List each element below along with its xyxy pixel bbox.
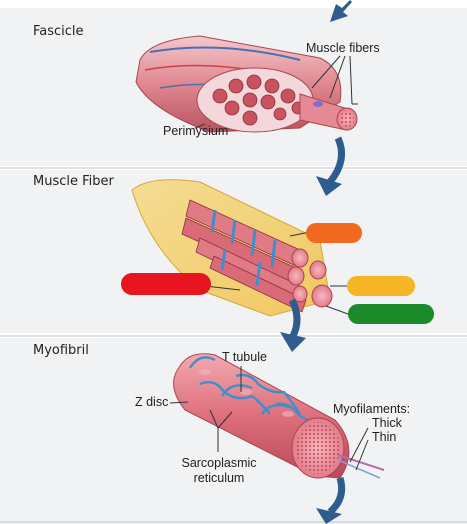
fascicle-heading: Fascicle	[33, 24, 84, 39]
highlight-red	[121, 273, 211, 295]
highlight-orange	[306, 223, 362, 243]
myofibril-illustration	[169, 353, 385, 479]
z-disc-label: Z disc	[135, 395, 169, 409]
arrow-down-1-icon	[316, 136, 346, 196]
highlight-green	[348, 304, 434, 324]
muscle-fiber-illustration	[131, 179, 349, 317]
sarcoplasmic-line1: Sarcoplasmic	[181, 456, 257, 470]
sarcoplasmic-reticulum-label: Sarcoplasmic reticulum	[178, 456, 260, 486]
myofibril-heading: Myofibril	[33, 343, 89, 358]
perimysium-label: Perimysium	[163, 124, 229, 138]
arrow-down-2-icon	[280, 298, 306, 352]
muscle-fiber-heading: Muscle Fiber	[33, 174, 114, 189]
highlight-yellow	[347, 276, 415, 296]
thick-label: Thick	[372, 416, 402, 430]
fascicle-illustration	[135, 35, 358, 133]
myofilaments-label: Myofilaments:	[333, 402, 411, 416]
sarcoplasmic-line2: reticulum	[193, 471, 245, 485]
muscle-fibers-label: Muscle fibers	[306, 41, 380, 55]
t-tubule-label: T tubule	[222, 350, 267, 364]
arrow-down-3-icon	[316, 476, 346, 524]
arrow-top-icon	[330, 0, 352, 22]
thin-label: Thin	[372, 430, 397, 444]
